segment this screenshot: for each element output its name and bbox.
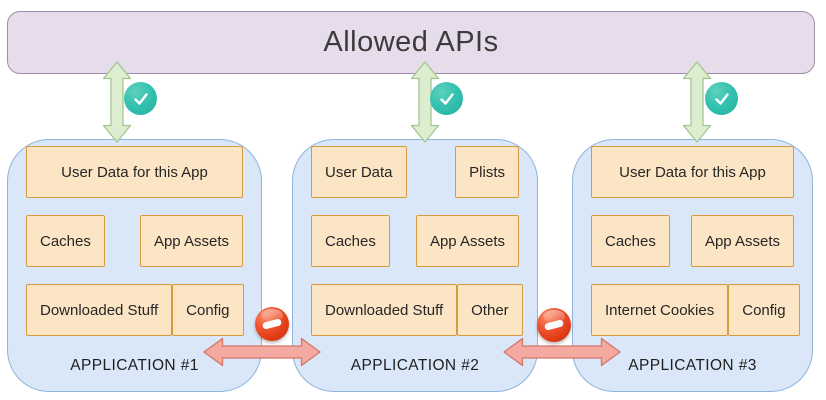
storage-box: User Data: [311, 146, 407, 198]
storage-box-row: Caches App Assets: [26, 215, 243, 267]
storage-box: Downloaded Stuff: [26, 284, 173, 336]
app-label: APPLICATION #1: [70, 356, 199, 374]
storage-box: Other: [457, 284, 523, 336]
storage-box-row: User Data Plists: [311, 146, 519, 198]
storage-box: User Data for this App: [26, 146, 243, 198]
storage-box: Config: [172, 284, 244, 336]
storage-box: User Data for this App: [591, 146, 794, 198]
storage-box-row: Caches App Assets: [591, 215, 794, 267]
storage-box: Caches: [311, 215, 390, 267]
blocked-arrow-app2-app3: [503, 337, 621, 367]
storage-box: Internet Cookies: [591, 284, 729, 336]
allowed-arrow-app1: [102, 61, 132, 143]
allowed-apis-bar: Allowed APIs: [7, 11, 815, 74]
storage-box-row: Caches App Assets: [311, 215, 519, 267]
allowed-arrow-app3: [682, 61, 712, 143]
storage-box-row: User Data for this App: [26, 146, 243, 198]
blocked-arrow-app1-app2: [203, 337, 321, 367]
app-label: APPLICATION #2: [350, 356, 480, 374]
no-entry-icon: [255, 307, 289, 341]
no-entry-icon: [537, 308, 571, 342]
storage-box: App Assets: [139, 215, 243, 267]
storage-box: Caches: [591, 215, 670, 267]
storage-box: Config: [728, 284, 800, 336]
check-circle-icon: [124, 82, 157, 115]
app-label: APPLICATION #3: [628, 356, 757, 374]
allowed-arrow-app2: [410, 61, 440, 143]
storage-box: Plists: [455, 146, 519, 198]
storage-box: App Assets: [690, 215, 794, 267]
allowed-apis-title: Allowed APIs: [323, 26, 499, 58]
storage-box: App Assets: [415, 215, 519, 267]
storage-box-row: User Data for this App: [591, 146, 794, 198]
storage-box: Downloaded Stuff: [311, 284, 458, 336]
check-circle-icon: [705, 82, 738, 115]
storage-box: Caches: [26, 215, 105, 267]
check-circle-icon: [430, 82, 463, 115]
